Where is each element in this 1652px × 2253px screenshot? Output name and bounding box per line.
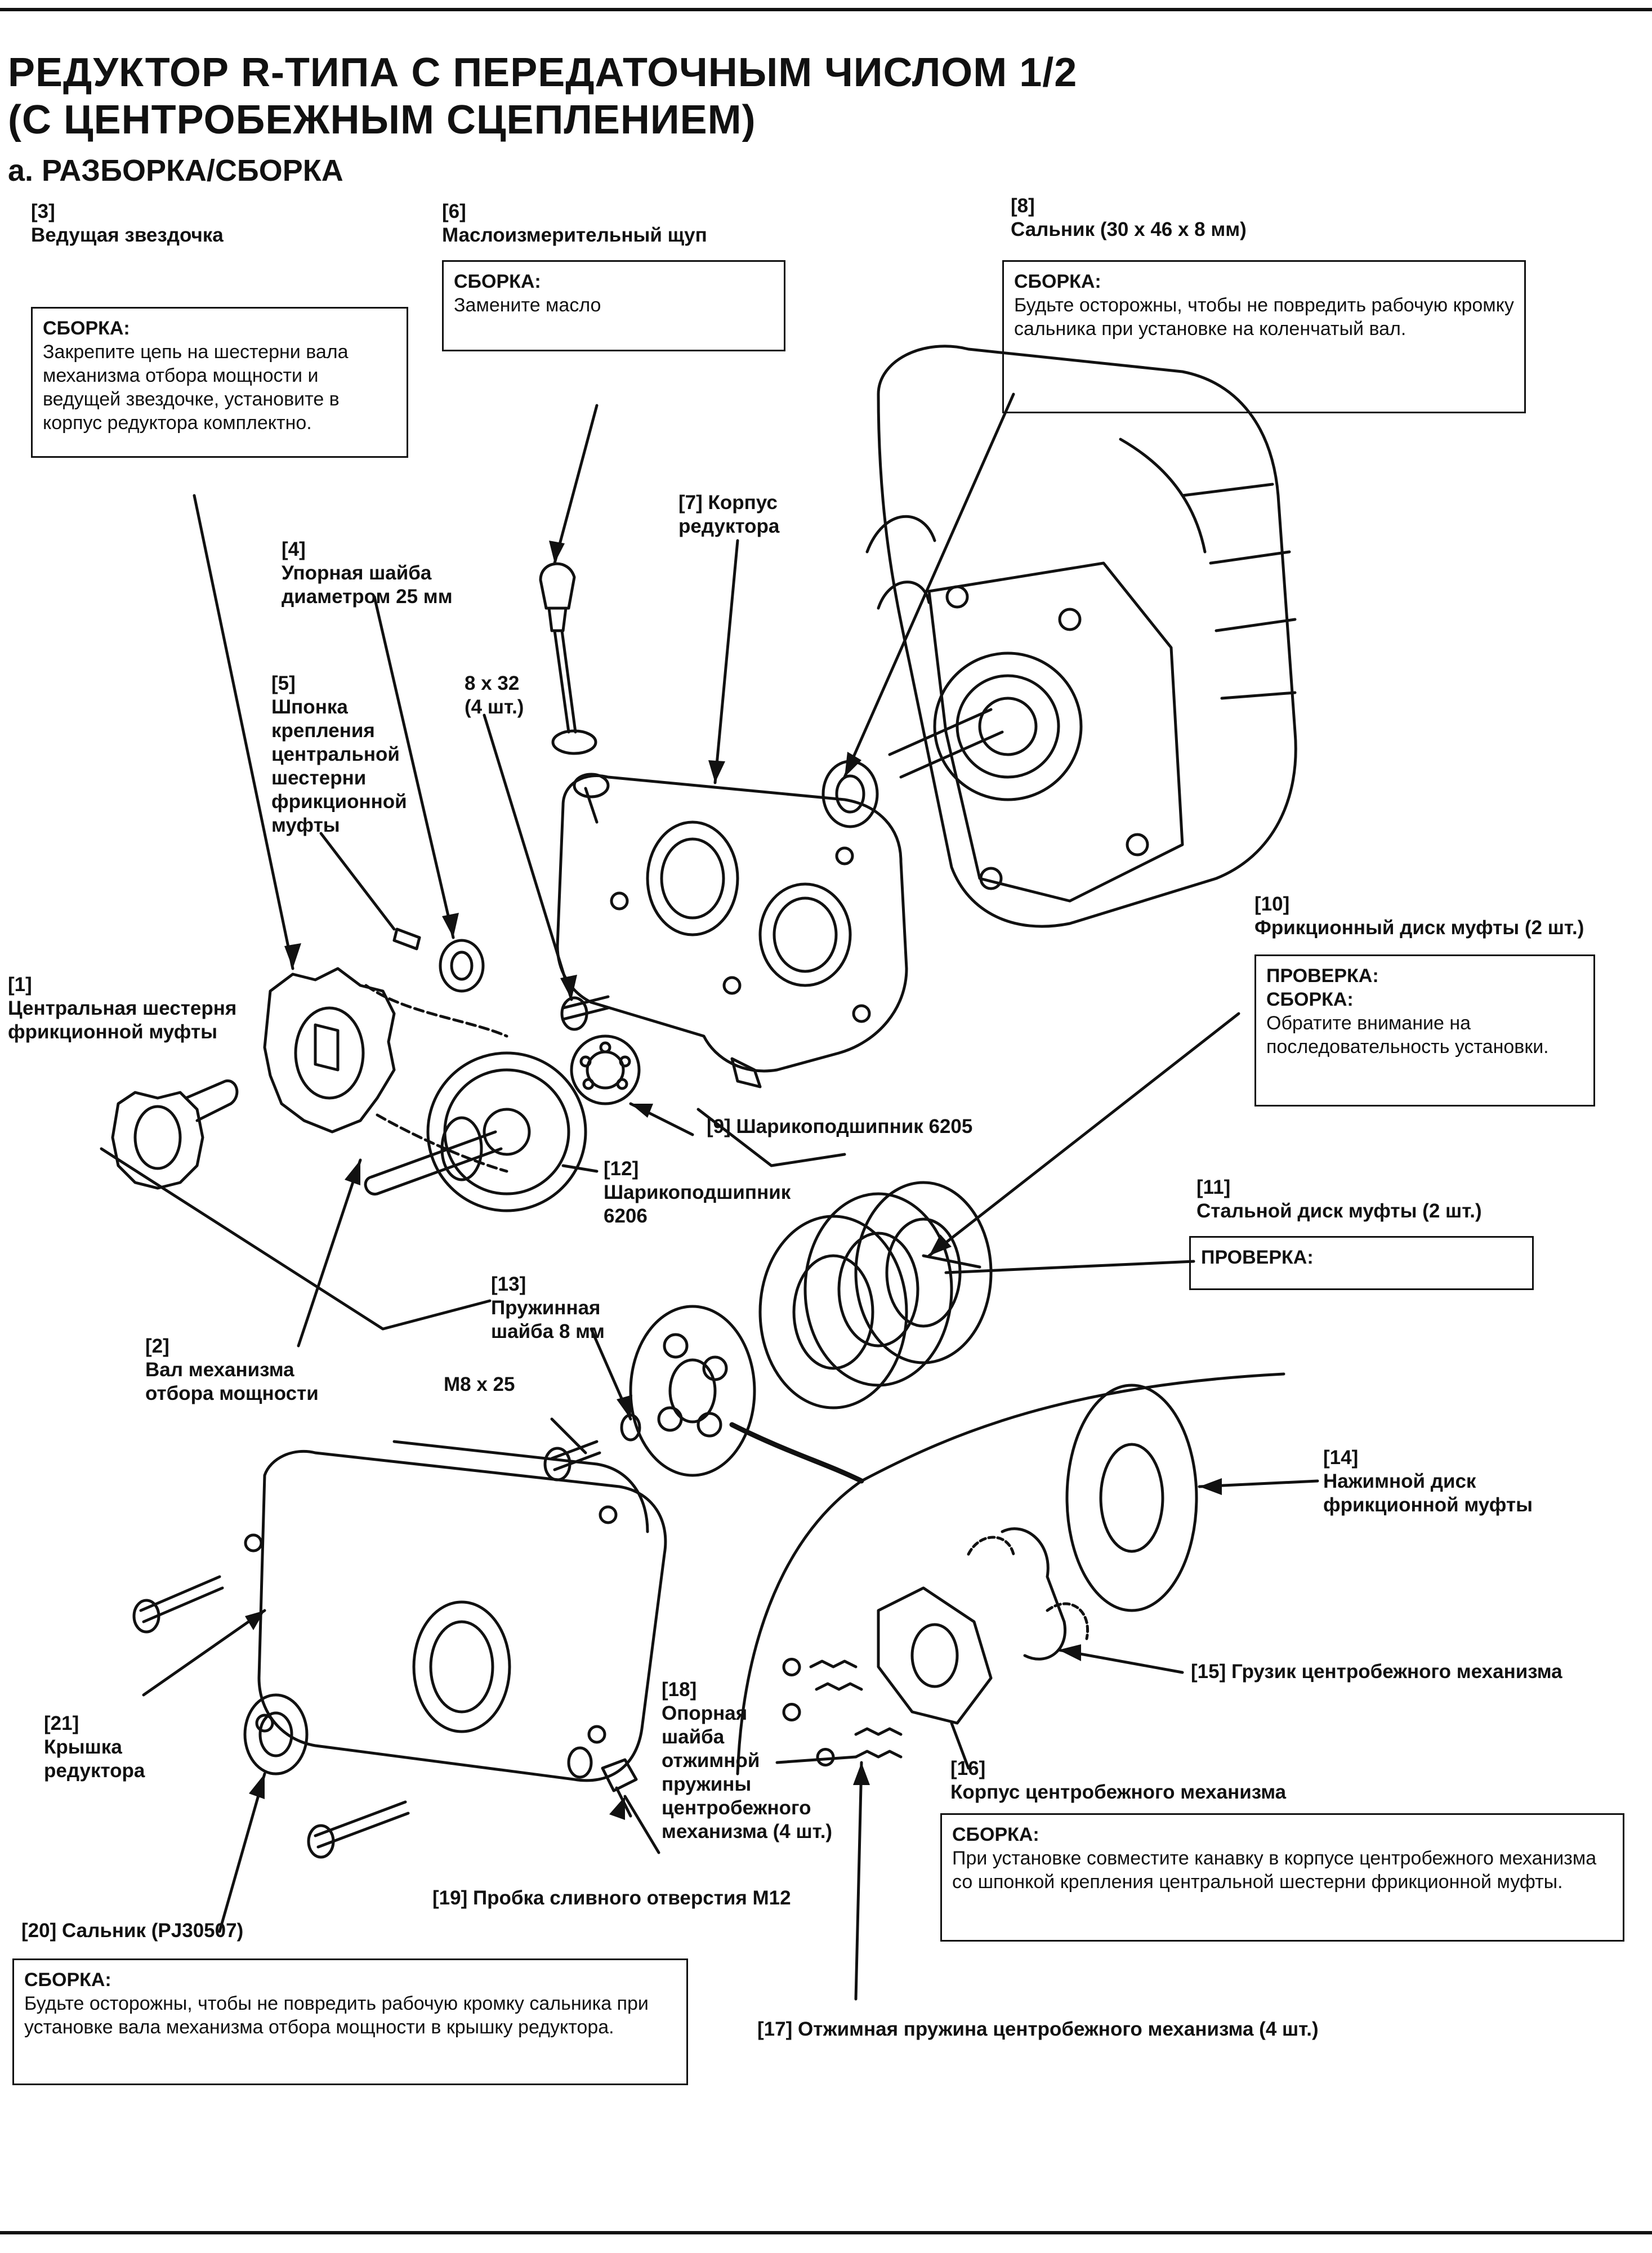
note-text: Замените масло (454, 295, 601, 316)
note-heading: СБОРКА: (1014, 271, 1101, 292)
note-heading: СБОРКА: (24, 1969, 111, 1991)
label-friction-disc: [10] Фрикционный диск муфты (2 шт.) (1254, 893, 1584, 939)
clutch-center (629, 1305, 756, 1477)
note-box-drive-sprocket: СБОРКА: Закрепите цепь на шестерни вала … (31, 307, 408, 458)
label-key: [5] Шпонка крепления центральной шестерн… (271, 672, 407, 836)
note-text: При установке совместите канавку в корпу… (952, 1848, 1597, 1893)
gear-case-cover (244, 1440, 667, 1782)
label-oil-seal-20: [20] Сальник (PJ30507) (21, 1920, 244, 1942)
gear-case (556, 773, 908, 1073)
note-box-centrifugal-housing: СБОРКА: При установке совместите канавку… (940, 1813, 1624, 1942)
label-drive-sprocket: [3] Ведущая звездочка (31, 200, 224, 246)
label-gear-case: [7] Корпус редуктора (678, 492, 780, 537)
label-bearing-6205: [9] Шарикоподшипник 6205 (707, 1116, 973, 1137)
note-box-friction-disc: ПРОВЕРКА: СБОРКА: Обратите внимание на п… (1254, 954, 1595, 1107)
page-title-line1: РЕДУКТОР R-ТИПА С ПЕРЕДАТОЧНЫМ ЧИСЛОМ 1/… (8, 50, 1078, 95)
label-output-shaft: [2] Вал механизма отбора мощности (145, 1335, 319, 1404)
note-text: Обратите внимание на последовательность … (1266, 1012, 1549, 1058)
note-heading: СБОРКА: (952, 1824, 1039, 1845)
engine-block (865, 345, 1297, 928)
label-dipstick: [6] Маслоизмерительный щуп (442, 200, 707, 246)
drive-sprocket (263, 967, 396, 1134)
note-heading: СБОРКА: (454, 271, 541, 292)
note-box-oil-seal-8: СБОРКА: Будьте осторожны, чтобы не повре… (1002, 260, 1526, 413)
clutch-discs (758, 1181, 993, 1409)
label-spring-washer: [13] Пружинная шайба 8 мм (491, 1273, 605, 1342)
note-box-oil-seal-20: СБОРКА: Будьте осторожны, чтобы не повре… (12, 1958, 688, 2085)
note-text: Будьте осторожны, чтобы не повредить раб… (24, 1993, 649, 2038)
label-spring-seat-washer: [18] Опорная шайба отжимной пружины цент… (662, 1679, 833, 1842)
page-title-line2: (С ЦЕНТРОБЕЖНЫМ СЦЕПЛЕНИЕМ) (8, 97, 756, 142)
label-steel-disc: [11] Стальной диск муфты (2 шт.) (1196, 1176, 1482, 1222)
note-box-steel-disc: ПРОВЕРКА: (1189, 1236, 1534, 1290)
note-heading: СБОРКА: (43, 318, 130, 339)
label-pressure-plate: [14] Нажимной диск фрикционной муфты (1323, 1447, 1533, 1516)
note-box-dipstick: СБОРКА: Замените масло (442, 260, 785, 351)
label-bolt-8x32: 8 x 32 (4 шт.) (465, 672, 524, 718)
note-text: Будьте осторожны, чтобы не повредить раб… (1014, 295, 1514, 340)
label-thrust-washer: [4] Упорная шайба диаметром 25 мм (282, 538, 453, 608)
output-shaft (364, 1051, 587, 1212)
center-gear (111, 1079, 239, 1190)
section-heading: а. РАЗБОРКА/СБОРКА (8, 154, 343, 188)
label-release-spring: [17] Отжимная пружина центробежного меха… (757, 2018, 1319, 2040)
note-text: Закрепите цепь на шестерни вала механизм… (43, 341, 349, 434)
label-weight: [15] Грузик центробежного механизма (1191, 1661, 1562, 1683)
label-center-gear: [1] Центральная шестерня фрикционной муф… (8, 974, 237, 1043)
label-drain-plug: [19] Пробка сливного отверстия M12 (432, 1887, 791, 1909)
top-rule (0, 8, 1652, 11)
label-bearing-6206: [12] Шарикоподшипник 6206 (604, 1158, 791, 1227)
label-oil-seal-8: [8] Сальник (30 x 46 x 8 мм) (1011, 195, 1247, 240)
note-heading: ПРОВЕРКА: (1201, 1247, 1314, 1268)
label-centrifugal-housing: [16] Корпус центробежного механизма (950, 1757, 1287, 1803)
label-gear-case-cover: [21] Крышка редуктора (44, 1712, 145, 1782)
note-heading: ПРОВЕРКА: СБОРКА: (1266, 965, 1379, 1010)
bottom-rule (0, 2231, 1652, 2234)
label-bolt-m8x25: M8 x 25 (444, 1373, 515, 1395)
